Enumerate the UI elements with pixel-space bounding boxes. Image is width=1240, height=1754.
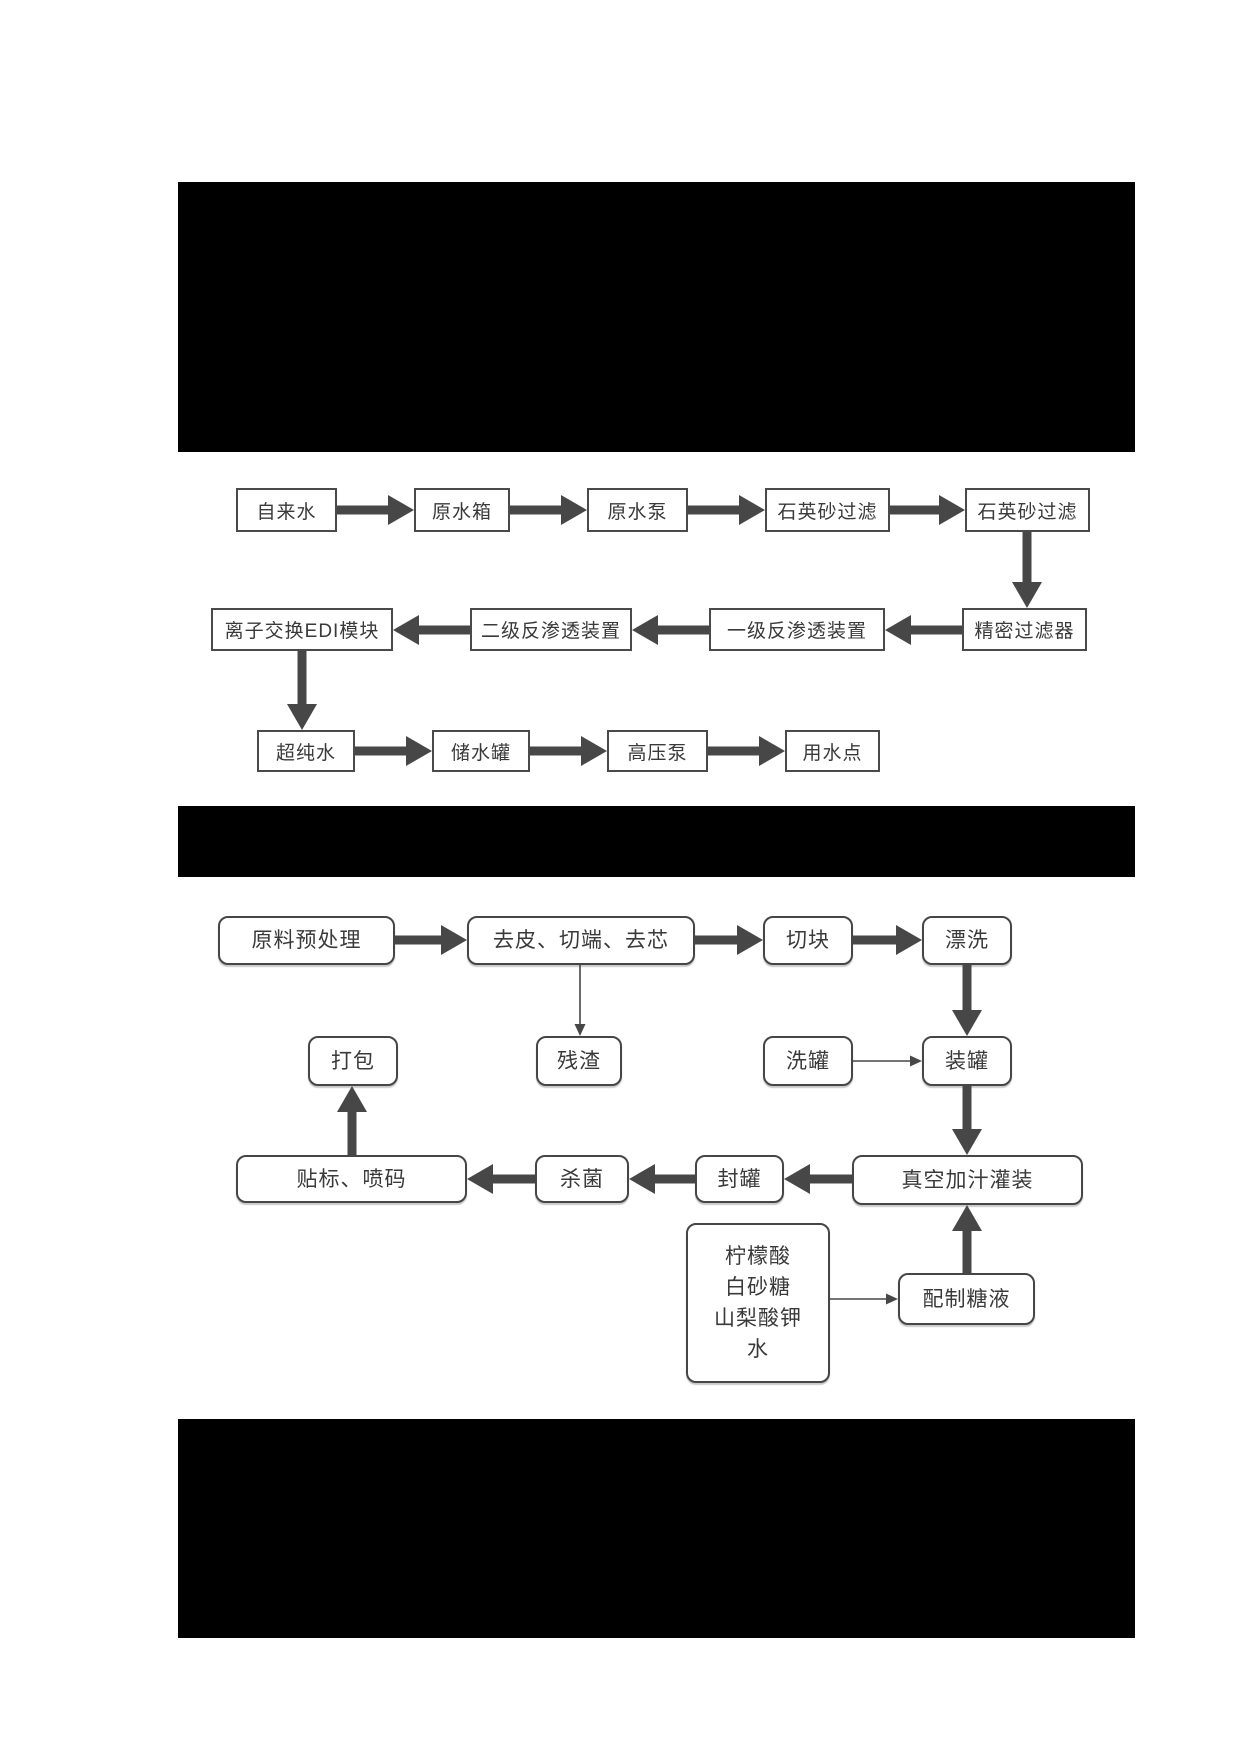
- node-storage-tank: 储水罐: [432, 730, 530, 772]
- node-ultrapure-water: 超纯水: [257, 730, 355, 772]
- node-raw-material-pretreatment: 原料预处理: [218, 916, 395, 965]
- arrow-precision-to-ro1: [885, 615, 962, 645]
- node-labeling-coding: 贴标、喷码: [236, 1155, 467, 1203]
- arrow-storage-to-hppump: [530, 736, 607, 766]
- node-water-use-point: 用水点: [785, 730, 880, 772]
- node-high-pressure-pump: 高压泵: [607, 730, 708, 772]
- node-rinse: 漂洗: [922, 916, 1012, 965]
- node-precision-filter: 精密过滤器: [962, 608, 1087, 651]
- node-quartz-sand-filter-2: 石英砂过滤: [965, 488, 1090, 532]
- redacted-block-top: [178, 182, 1135, 452]
- arrow-filter1-to-filter2: [890, 495, 965, 525]
- node-peel-cut-core: 去皮、切端、去芯: [467, 916, 695, 965]
- arrow-washing-to-canfilling: [853, 1055, 922, 1067]
- arrow-canfilling-to-vacuum: [952, 1086, 982, 1155]
- arrow-hppump-to-usepoint: [708, 736, 785, 766]
- node-can-filling: 装罐: [922, 1036, 1012, 1086]
- arrow-ultrapure-to-storage: [355, 736, 432, 766]
- node-residue: 残渣: [536, 1036, 622, 1086]
- node-cut-into-pieces: 切块: [763, 916, 853, 965]
- arrow-tapwater-to-tank: [337, 495, 414, 525]
- redacted-block-middle: [178, 806, 1135, 877]
- arrow-peel-to-cut: [695, 925, 763, 955]
- node-syrup-preparation: 配制糖液: [898, 1273, 1035, 1325]
- arrow-sealing-to-sterilize: [629, 1164, 695, 1194]
- arrow-ingredients-to-syrup: [830, 1293, 898, 1305]
- arrow-peel-to-residue: [574, 965, 586, 1036]
- arrow-sterilize-to-labeling: [467, 1164, 535, 1194]
- arrow-labeling-to-packing: [337, 1086, 367, 1155]
- node-packing: 打包: [308, 1036, 398, 1086]
- node-sterilization: 杀菌: [535, 1155, 629, 1203]
- node-raw-water-pump: 原水泵: [587, 488, 688, 532]
- redacted-block-bottom: [178, 1419, 1135, 1638]
- node-edi-module: 离子交换EDI模块: [211, 608, 393, 651]
- node-vacuum-juice-filling: 真空加汁灌装: [852, 1155, 1083, 1205]
- arrow-ro1-to-ro2: [632, 615, 709, 645]
- arrow-edi-to-ultrapure: [287, 651, 317, 730]
- arrow-cut-to-rinse: [853, 925, 922, 955]
- node-can-washing: 洗罐: [763, 1036, 853, 1086]
- node-can-sealing: 封罐: [695, 1155, 784, 1203]
- arrow-tank-to-pump: [510, 495, 587, 525]
- node-second-stage-ro: 二级反渗透装置: [470, 608, 632, 651]
- node-first-stage-ro: 一级反渗透装置: [709, 608, 885, 651]
- arrow-vacuum-to-sealing: [784, 1164, 852, 1194]
- arrow-syrup-to-vacuum: [952, 1205, 982, 1273]
- node-syrup-ingredients: 柠檬酸 白砂糖 山梨酸钾 水: [686, 1223, 830, 1383]
- node-quartz-sand-filter-1: 石英砂过滤: [765, 488, 890, 532]
- arrow-rinse-to-canfilling: [952, 965, 982, 1036]
- arrow-ro2-to-edi: [393, 615, 470, 645]
- arrow-pump-to-filter1: [688, 495, 765, 525]
- arrow-filter2-to-precision: [1012, 532, 1042, 608]
- node-tap-water: 自来水: [236, 488, 337, 532]
- arrow-pretreatment-to-peel: [395, 925, 467, 955]
- node-raw-water-tank: 原水箱: [414, 488, 510, 532]
